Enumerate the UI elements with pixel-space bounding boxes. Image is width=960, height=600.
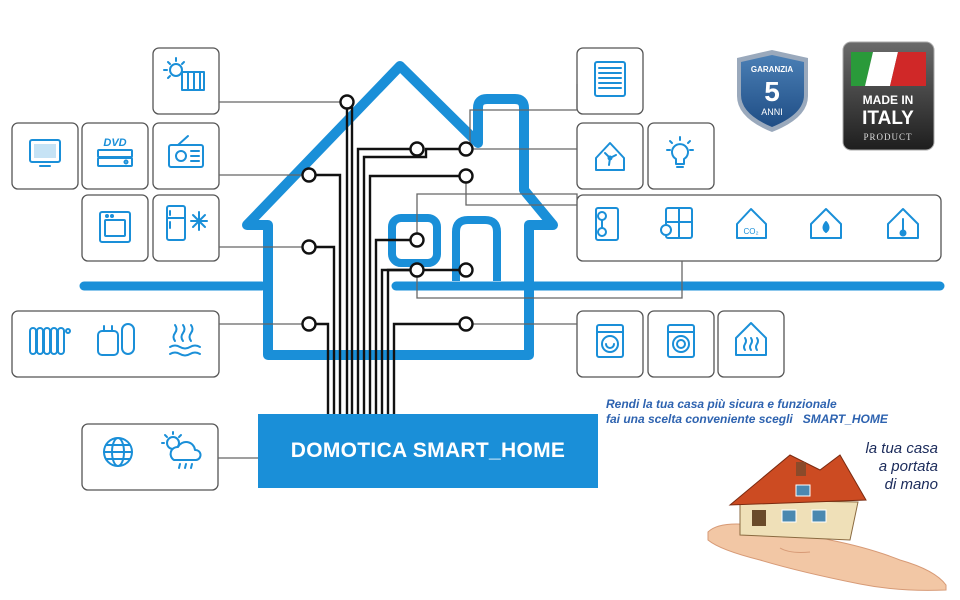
slogan-line2-text: fai una scelta conveniente scegli xyxy=(606,412,793,426)
radio-icon xyxy=(168,135,204,168)
italy-line2: ITALY xyxy=(862,108,914,129)
italy-line1: MADE IN xyxy=(863,93,914,107)
made-in-italy-badge: MADE IN ITALY PRODUCT xyxy=(842,41,935,151)
warranty-top: GARANZIA xyxy=(751,65,793,74)
tagline: la tua casa a portata di mano xyxy=(820,440,938,494)
thermometer-icon xyxy=(887,208,919,239)
co2-sensor-icon: CO₂ xyxy=(736,208,767,239)
svg-text:CO₂: CO₂ xyxy=(743,227,758,236)
device-boxes xyxy=(11,47,942,491)
shutter-icon xyxy=(594,61,626,97)
svg-text:DVD: DVD xyxy=(103,137,126,149)
washing-machine-icon xyxy=(596,324,624,358)
house-door xyxy=(452,216,501,281)
oven-icon xyxy=(99,211,131,243)
tagline-line2: a portata xyxy=(878,458,938,475)
dryer-icon xyxy=(667,324,695,358)
tagline-line3: di mano xyxy=(884,476,938,493)
slogan-line2: fai una scelta conveniente scegli SMART_H… xyxy=(606,412,888,427)
boiler-icon xyxy=(97,323,135,356)
light-bulb-icon xyxy=(666,136,694,168)
radiator-icon xyxy=(29,327,71,355)
globe-icon xyxy=(103,437,133,467)
nodes xyxy=(301,94,474,332)
wires xyxy=(309,100,466,414)
solar-panel-icon xyxy=(163,57,205,91)
dvd-player-icon: DVD xyxy=(97,137,133,167)
hand-house-illustration xyxy=(707,454,947,591)
floor-heating-icon xyxy=(169,324,201,357)
warranty-number: 5 xyxy=(764,76,780,107)
house-fan-icon xyxy=(595,142,625,171)
door-sensor-icon xyxy=(595,207,619,241)
fridge-icon xyxy=(166,205,208,241)
connectors xyxy=(218,84,683,459)
slogan-brand: SMART_HOME xyxy=(802,412,888,426)
warranty-badge: GARANZIA 5 ANNI xyxy=(737,50,808,132)
window-sensor-icon xyxy=(660,207,693,239)
warranty-bottom: ANNI xyxy=(761,107,783,117)
heated-house-icon xyxy=(735,322,767,356)
tagline-line1: la tua casa xyxy=(865,440,938,457)
house-outline xyxy=(242,61,558,360)
slogan-line1: Rendi la tua casa più sicura e funzional… xyxy=(606,397,837,411)
slogan: Rendi la tua casa più sicura e funzional… xyxy=(606,397,888,427)
weather-icon xyxy=(161,431,202,469)
water-leak-icon xyxy=(810,208,842,239)
italy-line3: PRODUCT xyxy=(863,132,912,142)
tv-icon xyxy=(29,139,61,167)
main-title-banner: DOMOTICA SMART_HOME xyxy=(258,414,598,488)
